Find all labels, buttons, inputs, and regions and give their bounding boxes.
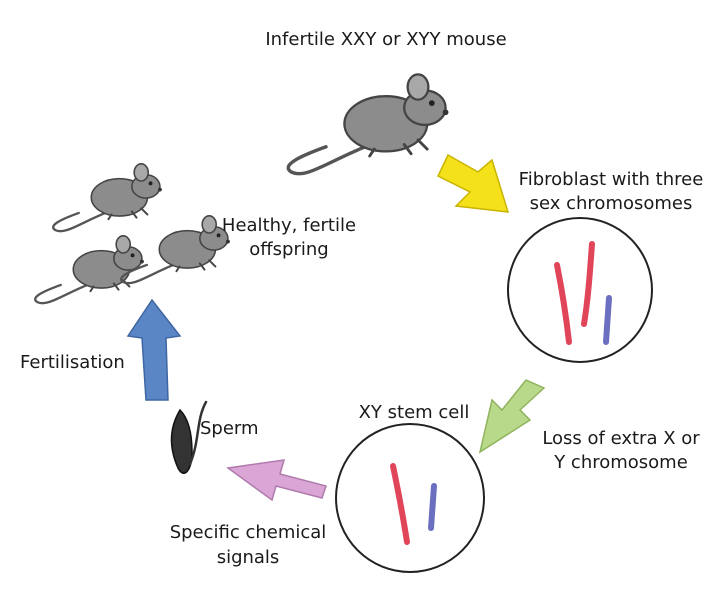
offspring-label-line1: Healthy, fertile xyxy=(221,215,357,236)
fibroblast-label-line2: sex chromosomes xyxy=(529,193,693,214)
chromosome-red-2 xyxy=(581,241,595,327)
offspring-mouse-1-image xyxy=(52,162,164,233)
stem-cell-label: XY stem cell xyxy=(358,402,470,423)
loss-label-line1: Loss of extra X or xyxy=(542,428,700,449)
chromosome-blue-1 xyxy=(603,295,612,345)
chromosome-red-3 xyxy=(390,463,410,545)
fibroblast-label-line1: Fibroblast with three xyxy=(518,169,704,190)
loss-label-line2: Y chromosome xyxy=(554,452,688,473)
infertile-mouse-image xyxy=(286,72,451,176)
infertile-mouse-label: Infertile XXY or XYY mouse xyxy=(265,29,507,50)
yellow-arrow xyxy=(437,153,510,213)
signals-label-line2: signals xyxy=(216,547,280,568)
green-arrow xyxy=(478,379,546,454)
offspring-mouse-2-image xyxy=(34,234,146,305)
sperm-image xyxy=(170,400,208,474)
stem-cell xyxy=(335,423,485,573)
blue-arrow xyxy=(126,298,182,401)
signals-label-line1: Specific chemical xyxy=(169,522,327,543)
fibroblast-cell xyxy=(507,217,653,363)
fertilisation-label: Fertilisation xyxy=(20,352,125,373)
sperm-label: Sperm xyxy=(200,418,259,439)
chromosome-blue-2 xyxy=(428,483,437,531)
pink-arrow xyxy=(226,459,327,502)
chromosome-red-1 xyxy=(554,262,572,345)
offspring-label-line2: offspring xyxy=(249,239,329,260)
